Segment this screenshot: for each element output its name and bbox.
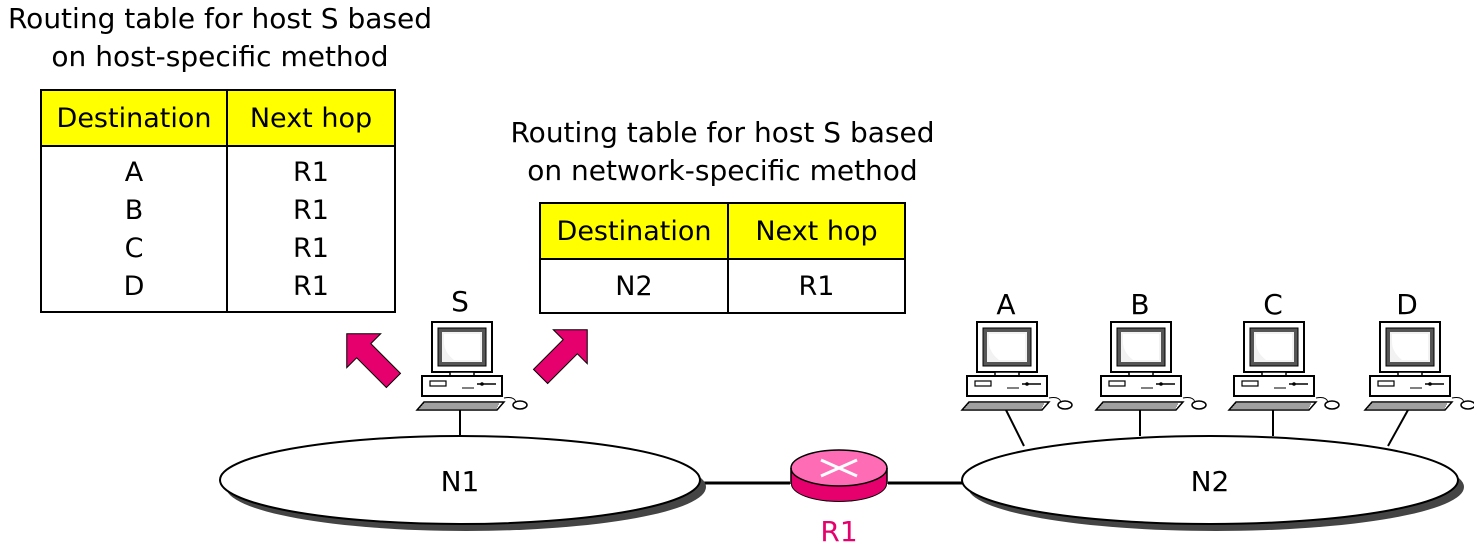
computer-icon bbox=[416, 321, 528, 411]
table-row: B R1 bbox=[40, 191, 396, 229]
next-hop-header: Next hop bbox=[226, 89, 396, 147]
network-n2: N2 bbox=[961, 435, 1464, 531]
next-hop-cell: R1 bbox=[226, 267, 396, 313]
host-b-label: B bbox=[1130, 288, 1149, 321]
destination-cell: D bbox=[40, 267, 228, 313]
host-specific-caption-line2: on host-specific method bbox=[51, 40, 389, 73]
computer-icon bbox=[961, 321, 1073, 411]
host-specific-caption: Routing table for host S based on host-s… bbox=[0, 0, 440, 76]
host-specific-routing-table: Destination Next hop A R1 B R1 C R1 D R1 bbox=[40, 89, 396, 313]
destination-cell: C bbox=[40, 229, 228, 267]
table-header-row: Destination Next hop bbox=[539, 202, 906, 260]
host-c bbox=[1228, 321, 1340, 436]
host-s-label: S bbox=[451, 285, 469, 318]
destination-cell: B bbox=[40, 191, 228, 229]
table-row: A R1 bbox=[40, 146, 396, 191]
next-hop-cell: R1 bbox=[226, 229, 396, 267]
host-a bbox=[961, 321, 1073, 447]
table-row: N2 R1 bbox=[539, 259, 906, 314]
destination-cell: A bbox=[40, 146, 228, 191]
host-c-label: C bbox=[1263, 288, 1283, 321]
network-specific-caption: Routing table for host S based on networ… bbox=[500, 114, 945, 190]
table-header-row: Destination Next hop bbox=[40, 89, 396, 147]
next-hop-cell: R1 bbox=[727, 259, 906, 314]
router-r1-label: R1 bbox=[820, 515, 857, 548]
destination-header: Destination bbox=[40, 89, 228, 147]
network-specific-routing-table: Destination Next hop N2 R1 bbox=[539, 202, 906, 314]
computer-icon bbox=[1095, 321, 1207, 411]
host-d bbox=[1364, 321, 1474, 447]
host-specific-caption-line1: Routing table for host S based bbox=[7, 2, 432, 35]
next-hop-cell: R1 bbox=[226, 146, 396, 191]
table-row: C R1 bbox=[40, 229, 396, 267]
next-hop-header: Next hop bbox=[727, 202, 906, 260]
network-specific-caption-line2: on network-specific method bbox=[527, 154, 918, 187]
computer-icon bbox=[1364, 321, 1474, 411]
table-row: D R1 bbox=[40, 267, 396, 313]
host-d-label: D bbox=[1396, 288, 1418, 321]
network-n1: N1 bbox=[219, 435, 706, 531]
destination-cell: N2 bbox=[539, 259, 729, 314]
network-n2-label: N2 bbox=[1191, 465, 1230, 498]
host-s bbox=[416, 321, 528, 436]
host-a-label: A bbox=[996, 288, 1015, 321]
arrow-to-host-table-icon bbox=[329, 316, 411, 398]
computer-icon bbox=[1228, 321, 1340, 411]
host-b bbox=[1095, 321, 1207, 436]
next-hop-cell: R1 bbox=[226, 191, 396, 229]
router-r1 bbox=[790, 449, 888, 502]
network-n1-label: N1 bbox=[441, 465, 480, 498]
arrow-to-network-table-icon bbox=[523, 312, 605, 394]
network-specific-caption-line1: Routing table for host S based bbox=[510, 116, 935, 149]
destination-header: Destination bbox=[539, 202, 729, 260]
